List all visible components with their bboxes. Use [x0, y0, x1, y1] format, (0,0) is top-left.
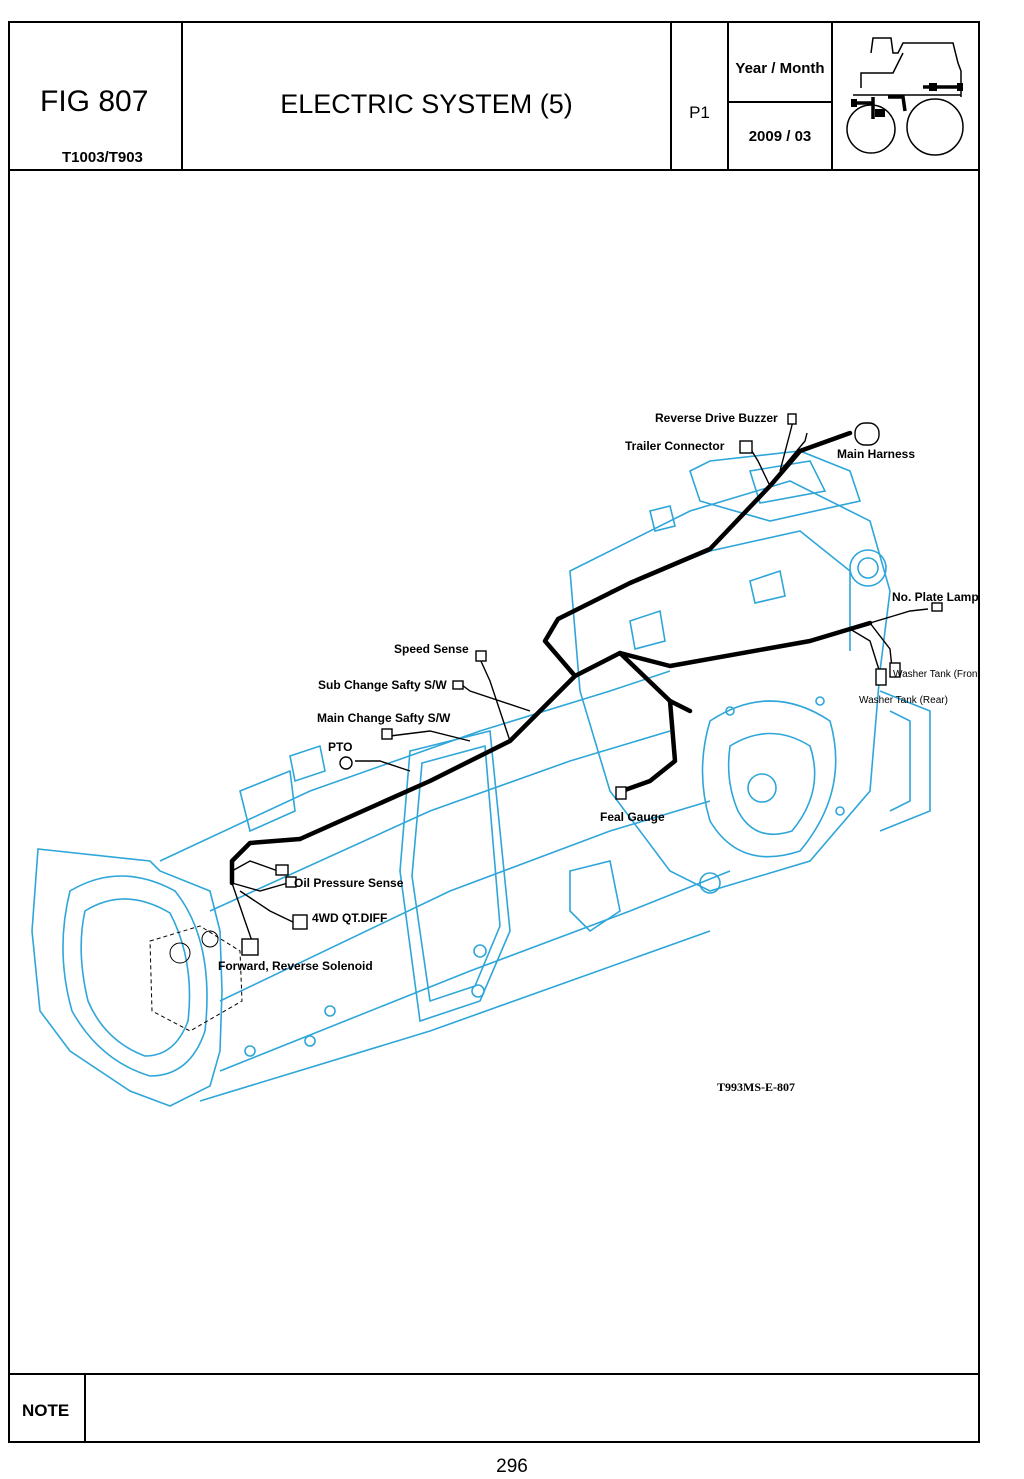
pto-connector	[339, 756, 353, 770]
4wd-connector	[292, 914, 308, 930]
reverse-buzzer-connector	[787, 413, 797, 425]
drawing-area: Reverse Drive Buzzer Trailer Connector M…	[10, 171, 984, 1373]
title-block: FIG 807 T1003/T903 ELECTRIC SYSTEM (5) P…	[10, 23, 978, 171]
oil-pressure-connector	[275, 864, 289, 876]
oil-pressure-connector-2	[285, 876, 297, 888]
year-month-cell: Year / Month 2009 / 03	[729, 23, 833, 169]
label-main-harness: Main Harness	[837, 447, 915, 461]
trailer-connector	[739, 440, 753, 454]
note-row: NOTE	[10, 1373, 978, 1441]
tractor-icon-cell	[833, 23, 978, 169]
label-reverse-drive-buzzer: Reverse Drive Buzzer	[655, 411, 778, 425]
washer-front-connector	[889, 662, 901, 678]
year-month-divider	[729, 101, 831, 103]
label-washer-tank-front: Washer Tank (Front)	[893, 669, 978, 680]
year-month-label: Year / Month	[735, 60, 825, 77]
label-feal-gauge: Feal Gauge	[600, 810, 665, 824]
drawing-code: T993MS-E-807	[717, 1080, 795, 1094]
speed-sense-connector	[475, 650, 487, 662]
label-trailer-connector: Trailer Connector	[625, 439, 725, 453]
note-label-cell: NOTE	[10, 1375, 86, 1441]
title-cell: ELECTRIC SYSTEM (5)	[183, 23, 672, 169]
connectors	[241, 413, 943, 956]
wiring-harness	[229, 420, 929, 942]
page-number: 296	[496, 1456, 528, 1477]
transmission-outline	[31, 450, 931, 1107]
page-title: ELECTRIC SYSTEM (5)	[280, 89, 573, 119]
year-month-value: 2009 / 03	[748, 128, 812, 145]
label-oil-pressure-sense: Oil Pressure Sense	[294, 876, 404, 890]
plate-lamp-connector	[931, 602, 943, 612]
page-ref: P1	[689, 103, 710, 122]
diagram-labels: Reverse Drive Buzzer Trailer Connector M…	[218, 411, 984, 1094]
tractor-location-icon	[846, 37, 964, 156]
sub-change-connector	[452, 680, 464, 690]
page-ref-cell: P1	[672, 23, 729, 169]
label-main-change-safty: Main Change Safty S/W	[317, 711, 451, 725]
label-sub-change-safty: Sub Change Safty S/W	[318, 678, 447, 692]
page-frame: FIG 807 T1003/T903 ELECTRIC SYSTEM (5) P…	[8, 21, 984, 1443]
model-name: T1003/T903	[62, 149, 143, 166]
label-4wd-qt-diff: 4WD QT.DIFF	[312, 911, 387, 925]
label-pto: PTO	[328, 740, 352, 754]
feal-gauge-connector	[615, 786, 627, 800]
main-harness-connector	[854, 422, 880, 446]
label-speed-sense: Speed Sense	[394, 642, 469, 656]
fig-cell: FIG 807 T1003/T903	[10, 23, 183, 169]
solenoid-connector	[241, 938, 259, 956]
label-no-plate-lamp: No. Plate Lamp	[892, 590, 978, 604]
note-label: NOTE	[22, 1401, 70, 1420]
transmission-wiring-diagram: Reverse Drive Buzzer Trailer Connector M…	[31, 411, 984, 1107]
figure-number: FIG 807	[40, 85, 149, 118]
label-forward-reverse-solenoid: Forward, Reverse Solenoid	[218, 959, 373, 973]
label-washer-tank-rear: Washer Tank (Rear)	[859, 695, 948, 706]
main-change-connector	[381, 728, 393, 740]
washer-rear-connector	[875, 668, 887, 686]
